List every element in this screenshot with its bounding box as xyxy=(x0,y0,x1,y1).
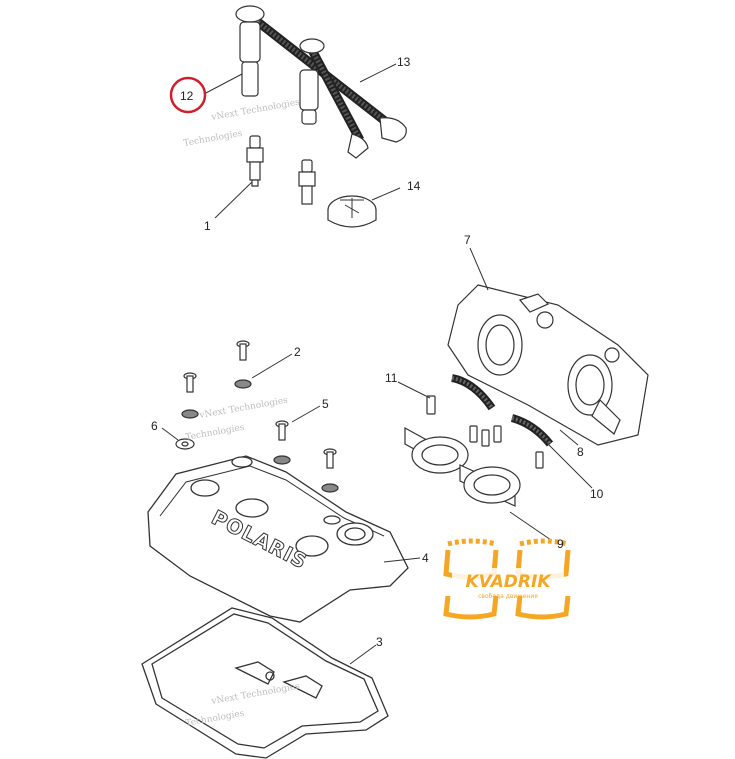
highlight-circle xyxy=(169,76,207,114)
logo-tagline: свобода движения xyxy=(478,593,538,600)
ignition-lead-assembly xyxy=(235,5,407,159)
callout-8: 8 xyxy=(577,445,584,459)
valve-cover-gasket xyxy=(141,607,389,759)
callout-1: 1 xyxy=(204,219,211,233)
oil-filler-cap xyxy=(327,195,377,228)
callout-3: 3 xyxy=(376,635,383,649)
valve-cover: POLARIS xyxy=(147,455,409,623)
callout-7: 7 xyxy=(464,233,471,247)
callout-9: 9 xyxy=(557,537,564,551)
intake-boots xyxy=(404,426,521,507)
callout-10: 10 xyxy=(590,487,604,501)
watermark-text: vNext Technologies xyxy=(198,396,289,422)
callout-12: 12 xyxy=(180,89,194,103)
callouts: 1 2 3 4 5 6 7 8 9 10 11 12 13 14 xyxy=(151,55,604,649)
callout-4: 4 xyxy=(422,551,429,565)
kvadrik-logo: KVADRIK свобода движения xyxy=(443,538,571,620)
watermark-text: Technologies xyxy=(185,423,246,443)
callout-5: 5 xyxy=(322,397,329,411)
callout-14: 14 xyxy=(407,179,421,193)
clamps-and-bolts xyxy=(426,374,554,469)
logo-name: KVADRIK xyxy=(465,572,552,592)
watermark-text: Technologies xyxy=(183,129,244,149)
leader-lines xyxy=(161,63,593,665)
watermark-text: vNext Technologies xyxy=(210,682,301,708)
watermark-text: Technologies xyxy=(185,709,246,729)
callout-6: 6 xyxy=(151,419,158,433)
callout-11: 11 xyxy=(385,371,398,385)
callout-2: 2 xyxy=(294,345,301,359)
spark-plugs xyxy=(246,135,316,205)
watermark-text: vNext Technologies xyxy=(210,98,301,124)
throttle-body xyxy=(447,284,649,446)
callout-13: 13 xyxy=(397,55,411,69)
cover-bolts-and-grommets xyxy=(175,340,339,493)
